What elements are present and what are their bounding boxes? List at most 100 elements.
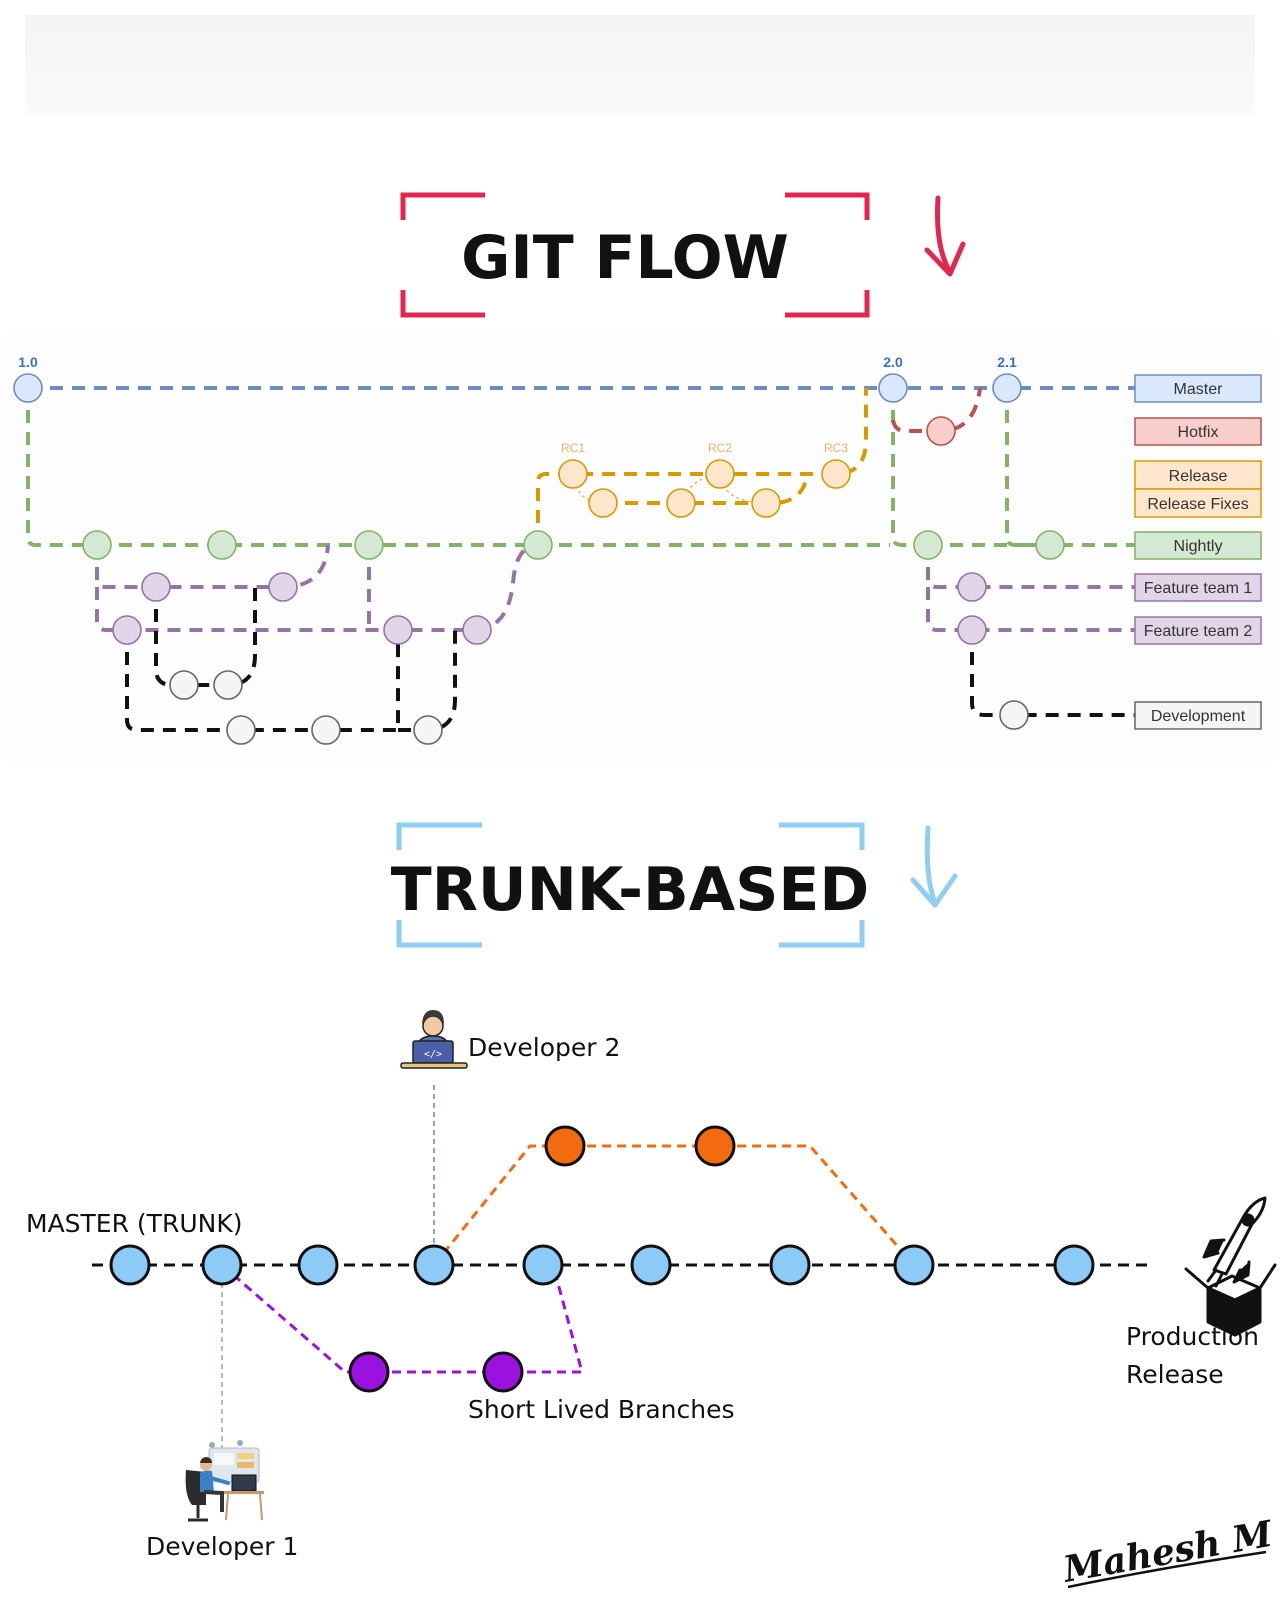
feature-team-1-right-line xyxy=(926,545,1135,589)
commit-dev-4 xyxy=(311,715,341,745)
gitflow-legend: Master Hotfix Release Release Fixes Nigh… xyxy=(1134,374,1262,730)
version-label-2: 2.0 xyxy=(883,354,903,370)
legend-feature-team-2-label: Feature team 2 xyxy=(1144,623,1253,640)
commit-nightly-5 xyxy=(913,530,943,560)
commit-release-fix-2 xyxy=(666,488,696,518)
commit-feature1-1 xyxy=(141,572,171,602)
commit-master-1 xyxy=(13,373,43,403)
commit-dev-5 xyxy=(413,715,443,745)
commit-release-rc3 xyxy=(821,459,851,489)
developer-1-label: Developer 1 xyxy=(146,1532,298,1561)
release-line xyxy=(536,388,868,545)
feature-team-2-line xyxy=(95,543,539,632)
gitflow-diagram-panel xyxy=(5,333,1275,763)
commit-release-rc1 xyxy=(558,459,588,489)
commit-feature2-3 xyxy=(462,615,492,645)
orange-branch-line xyxy=(432,1144,916,1266)
commit-release-fix-3 xyxy=(751,488,781,518)
rc-label-2: RC2 xyxy=(708,441,732,455)
rc-label-1: RC1 xyxy=(561,441,585,455)
orange-commit-1 xyxy=(544,1125,586,1167)
trunk-commit-7 xyxy=(769,1244,811,1286)
rc-label-3: RC3 xyxy=(824,441,848,455)
arrow-down-blue-icon xyxy=(910,825,958,908)
commit-master-2 xyxy=(878,373,908,403)
master-21-to-nightly-line xyxy=(1005,388,1050,547)
trunk-commit-5 xyxy=(522,1244,564,1286)
commit-release-rc2 xyxy=(705,459,735,489)
legend-development-box xyxy=(1134,701,1262,730)
legend-master-box xyxy=(1134,374,1262,403)
legend-development-label: Development xyxy=(1151,708,1246,725)
commit-feature1-3 xyxy=(957,572,987,602)
legend-nightly-box xyxy=(1134,531,1262,560)
legend-release-box xyxy=(1134,460,1262,490)
signature-underline xyxy=(1067,1550,1267,1589)
legend-hotfix-box xyxy=(1134,417,1262,446)
commit-nightly-6 xyxy=(1035,530,1065,560)
trunk-commit-4 xyxy=(413,1244,455,1286)
version-label-3: 2.1 xyxy=(997,354,1017,370)
rocket-box-icon xyxy=(1184,1196,1277,1337)
legend-release-label: Release xyxy=(1169,468,1228,485)
production-label-line1: Production xyxy=(1126,1322,1259,1351)
development-line-1 xyxy=(154,587,257,687)
purple-commit-1 xyxy=(348,1351,390,1393)
version-label-1: 1.0 xyxy=(18,354,38,370)
commit-feature2-2 xyxy=(383,615,413,645)
commit-dev-2 xyxy=(213,670,243,700)
trunk-title-frame xyxy=(396,822,865,948)
commit-nightly-4 xyxy=(523,530,553,560)
legend-release-fixes-box xyxy=(1134,488,1262,518)
trunk-commit-6 xyxy=(630,1244,672,1286)
legend-master-label: Master xyxy=(1174,381,1224,398)
trunk-title: TRUNK-BASED xyxy=(391,855,869,925)
top-banner xyxy=(25,15,1255,115)
feature-team-2-right-line xyxy=(926,587,1135,632)
trunk-commit-1 xyxy=(109,1244,151,1286)
short-lived-branches-label: Short Lived Branches xyxy=(468,1395,735,1424)
trunk-commit-3 xyxy=(297,1244,339,1286)
trunk-commit-8 xyxy=(893,1244,935,1286)
arrow-down-red-icon xyxy=(924,195,966,277)
gitflow-commits xyxy=(13,373,1065,745)
commit-feature2-4 xyxy=(957,615,987,645)
development-line-right xyxy=(970,630,1135,717)
feature-team-1-line xyxy=(95,544,330,589)
master-2-to-nightly-line xyxy=(891,388,928,547)
legend-feature-team-1-box xyxy=(1134,573,1262,602)
purple-commit-2 xyxy=(482,1351,524,1393)
commit-hotfix xyxy=(926,416,956,446)
orange-commit-2 xyxy=(694,1125,736,1167)
commit-dev-3 xyxy=(226,715,256,745)
feature-merge-line xyxy=(367,545,379,632)
legend-hotfix-label: Hotfix xyxy=(1178,424,1219,441)
legend-feature-team-2-box xyxy=(1134,616,1262,645)
purple-branch-line xyxy=(221,1263,584,1374)
commit-feature2-1 xyxy=(112,615,142,645)
commit-nightly-1 xyxy=(82,530,112,560)
legend-feature-team-1-label: Feature team 1 xyxy=(1144,580,1253,597)
trunk-commit-9 xyxy=(1053,1244,1095,1286)
gitflow-title: GIT FLOW xyxy=(461,223,789,293)
developer-2-label: Developer 2 xyxy=(468,1033,620,1062)
legend-release-fixes-label: Release Fixes xyxy=(1147,496,1248,513)
legend-nightly-label: Nightly xyxy=(1174,538,1223,555)
gitflow-title-frame xyxy=(400,192,870,318)
development-line-2 xyxy=(125,630,400,732)
master-to-nightly-line xyxy=(26,388,97,547)
production-label-line2: Release xyxy=(1126,1360,1224,1389)
commit-release-fix-1 xyxy=(588,488,618,518)
commit-nightly-3 xyxy=(354,530,384,560)
commit-feature1-2 xyxy=(268,572,298,602)
developer-1-icon xyxy=(185,1440,264,1522)
master-trunk-label: MASTER (TRUNK) xyxy=(26,1209,242,1238)
commit-dev-1 xyxy=(169,670,199,700)
trunk-commits xyxy=(109,1125,1095,1393)
commit-nightly-2 xyxy=(207,530,237,560)
signature: Mahesh M xyxy=(1058,1513,1276,1592)
release-fixes-line xyxy=(603,479,808,505)
commit-master-3 xyxy=(992,373,1022,403)
trunk-commit-2 xyxy=(201,1244,243,1286)
